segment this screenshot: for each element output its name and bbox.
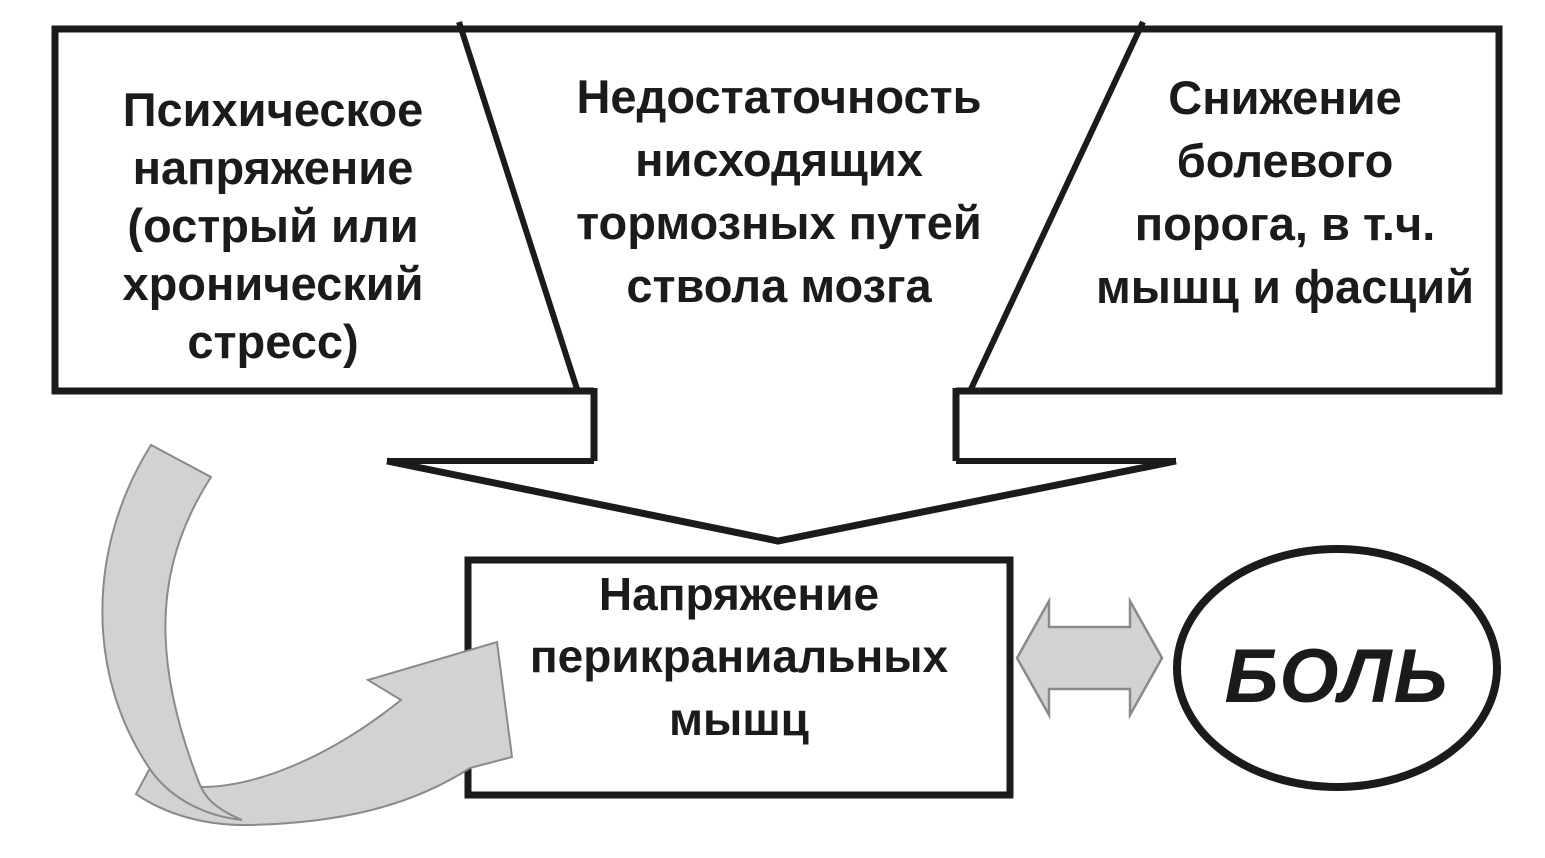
psychic-tension-text: Психическое напряжение (острый или хрони…: [122, 83, 423, 368]
inhibitory-pathways-line-3: тормозных путей: [576, 196, 982, 249]
pain-threshold-line-3: порога, в т.ч.: [1135, 197, 1436, 250]
top-frame-outline: [51, 25, 1503, 395]
pericranial-muscle-line-3: мышц: [669, 693, 809, 745]
pericranial-muscle-line-2: перикраниальных: [530, 630, 949, 682]
pain-ellipse: [1173, 545, 1501, 791]
inhibitory-pathways-line-4: ствола мозга: [626, 259, 932, 312]
psychic-tension-line-3: (острый или: [127, 199, 418, 252]
pericranial-muscle-text: Напряжение перикраниальных мышц: [530, 568, 949, 745]
funnel-right-diagonal: [968, 20, 1146, 391]
pain-label: БОЛЬ: [1225, 634, 1450, 719]
funnel-left-diagonal: [456, 21, 580, 390]
inhibitory-pathways-line-1: Недостаточность: [576, 70, 981, 123]
pain-threshold-text: Снижение болевого порога, в т.ч. мышц и …: [1096, 71, 1474, 313]
pain-threshold-line-2: болевого: [1177, 134, 1394, 187]
inhibitory-pathways-line-2: нисходящих: [635, 133, 923, 186]
pain-threshold-line-4: мышц и фасций: [1096, 260, 1474, 313]
feedback-arrow-head-band: [134, 640, 514, 827]
feedback-arrow-curve-band: [101, 443, 243, 821]
psychic-tension-line-1: Психическое: [123, 83, 424, 136]
psychic-tension-line-2: напряжение: [133, 141, 414, 194]
down-arrow-chevron: [386, 457, 1177, 545]
psychic-tension-line-5: стресс): [187, 315, 358, 368]
psychic-tension-line-4: хронический: [122, 257, 423, 310]
pericranial-muscle-line-1: Напряжение: [599, 568, 879, 620]
pain-threshold-line-1: Снижение: [1168, 71, 1402, 124]
bidirectional-arrow-icon: [1015, 596, 1164, 720]
pericranial-muscle-box: [464, 556, 1014, 799]
inhibitory-pathways-text: Недостаточность нисходящих тормозных пут…: [576, 70, 982, 312]
